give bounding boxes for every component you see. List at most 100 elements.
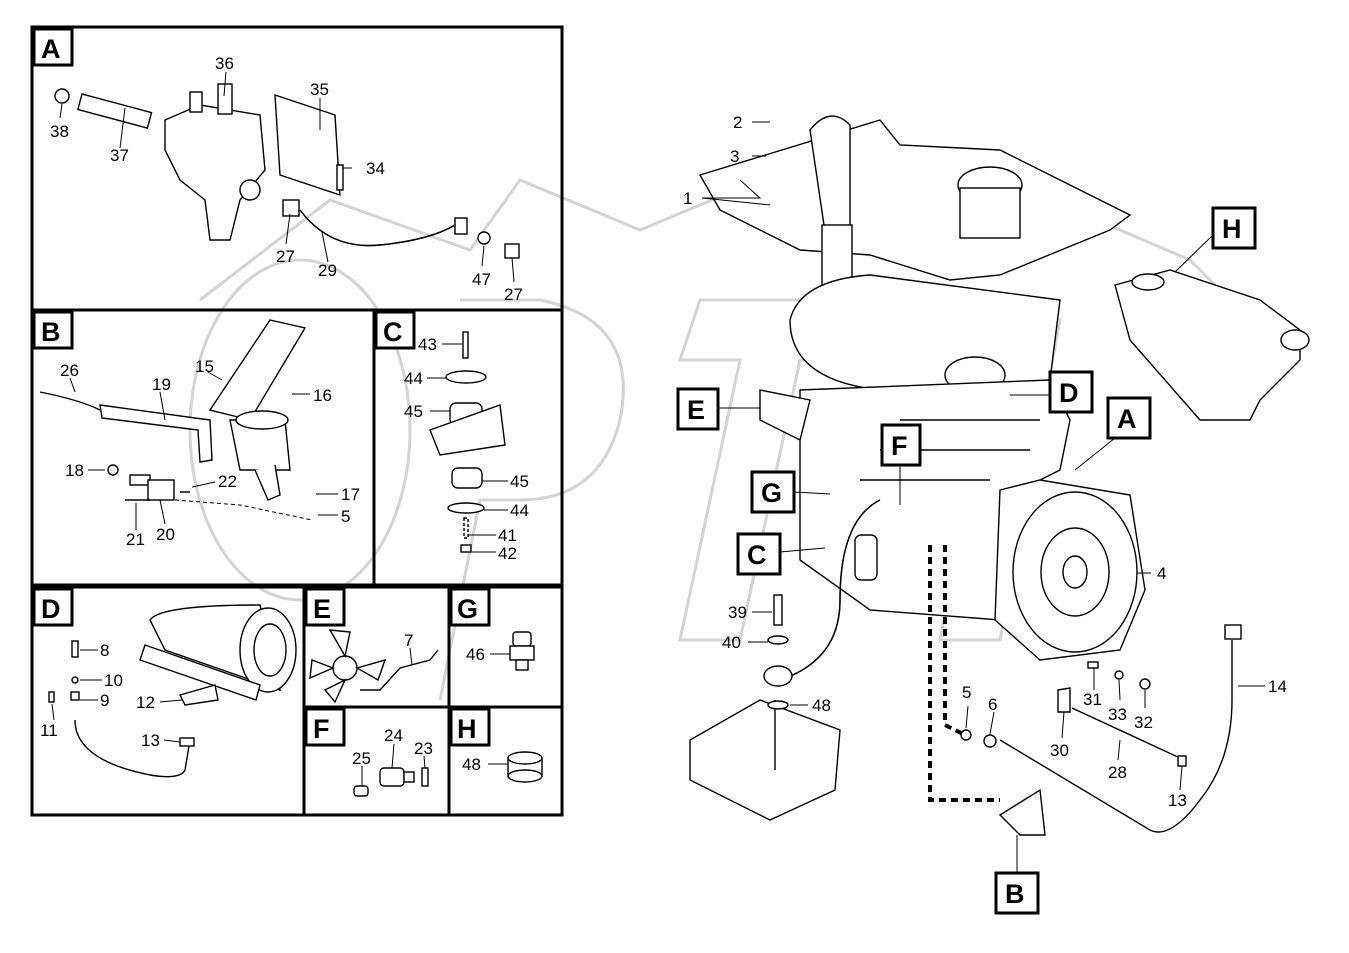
callout-37: 37 [110,146,129,165]
callout-13-main: 13 [1168,791,1187,810]
marker-g-letter: G [761,478,782,508]
panel-e: E 7 [302,585,451,709]
marker-c-letter: C [747,540,767,570]
marker-d-letter: D [1059,378,1079,408]
callout-29: 29 [318,261,337,280]
callout-44b: 44 [510,501,529,520]
callout-48-main: 48 [812,696,831,715]
panel-a: A 36 35 38 37 34 27 29 47 27 [30,25,564,312]
panel-c-frame [372,308,564,587]
sensor-fitting-drawing [353,767,429,797]
callout-43: 43 [418,335,437,354]
callout-23: 23 [414,739,433,758]
callout-46: 46 [466,645,485,664]
callout-25: 25 [352,749,371,768]
marker-e-letter: E [687,395,705,425]
callout-35: 35 [310,80,329,99]
main-callouts: 2 3 1 4 39 40 48 5 6 31 33 32 30 28 13 1… [683,113,1287,810]
callout-17: 17 [341,485,360,504]
panel-d: D 8 10 9 11 12 13 [30,585,306,817]
callout-15: 15 [195,357,214,376]
callout-48-h: 48 [462,755,481,774]
callout-31: 31 [1083,690,1102,709]
marker-e-box [676,387,720,431]
callout-41: 41 [498,526,517,545]
callout-40: 40 [722,633,741,652]
callout-38: 38 [50,122,69,141]
throttle-pedal-drawing [39,319,313,521]
panel-h-tag [449,707,491,747]
engine-mount-drawing [429,331,506,553]
callout-8: 8 [100,641,109,660]
callout-6: 6 [988,695,997,714]
callout-13-d: 13 [141,731,160,750]
fan-drawing [309,629,439,704]
callout-47: 47 [472,270,491,289]
marker-a-letter: A [1117,404,1137,434]
rubber-cushion-drawing [507,751,543,783]
marker-b-box [994,871,1040,915]
panel-e-letter: E [313,594,331,624]
callout-32: 32 [1134,713,1153,732]
panel-f-tag [304,707,346,747]
panel-g-tag [449,587,491,627]
panel-h-letter: H [457,714,477,744]
callout-18: 18 [65,461,84,480]
callout-2: 2 [733,113,742,132]
marker-f-box [880,423,922,467]
panel-f: F 24 25 23 [302,705,451,817]
callout-10: 10 [104,671,123,690]
callout-27b: 27 [504,285,523,304]
panel-d-letter: D [41,594,61,624]
callout-26: 26 [60,361,79,380]
callout-45b: 45 [510,472,529,491]
main-markers: H E D A F G C B [676,206,1257,915]
callout-45a: 45 [404,402,423,421]
marker-d-box [1048,370,1094,414]
engine-assembly-drawing [689,115,1310,836]
callout-9: 9 [100,691,109,710]
marker-h-letter: H [1222,214,1242,244]
callout-44a: 44 [404,369,423,388]
panel-c: C 43 44 45 45 44 41 42 [372,308,564,587]
callout-5-b: 5 [341,507,350,526]
callout-1: 1 [683,189,692,208]
panel-a-tag [32,27,74,67]
callout-14: 14 [1268,677,1287,696]
callout-28: 28 [1108,763,1127,782]
callout-3: 3 [730,147,739,166]
panel-d-tag [32,587,74,627]
marker-a-box [1106,396,1152,440]
callout-33: 33 [1108,705,1127,724]
panel-h: H 48 [447,705,564,817]
callout-19: 19 [152,375,171,394]
panel-b-letter: B [41,317,61,347]
panel-e-tag [304,587,346,627]
callout-21: 21 [126,530,145,549]
panel-f-letter: F [313,714,330,744]
main-leaders [701,121,1265,791]
panel-a-letter: A [41,34,61,64]
callout-4: 4 [1157,564,1166,583]
panel-h-frame [447,705,564,817]
callout-5-main: 5 [962,683,971,702]
callout-20: 20 [156,525,175,544]
callout-42: 42 [498,544,517,563]
callout-27a: 27 [276,247,295,266]
callout-12: 12 [136,693,155,712]
callout-11: 11 [40,721,58,740]
callout-34: 34 [366,159,385,178]
marker-h-box [1211,206,1257,250]
callout-7: 7 [404,631,413,650]
callout-24: 24 [384,726,403,745]
panel-b-tag [32,310,74,350]
callout-39: 39 [728,603,747,622]
callout-30: 30 [1050,741,1069,760]
callout-36: 36 [215,54,234,73]
marker-b-letter: B [1005,879,1025,909]
marker-f-letter: F [891,431,908,461]
callout-22: 22 [218,472,237,491]
panel-g-letter: G [457,594,478,624]
